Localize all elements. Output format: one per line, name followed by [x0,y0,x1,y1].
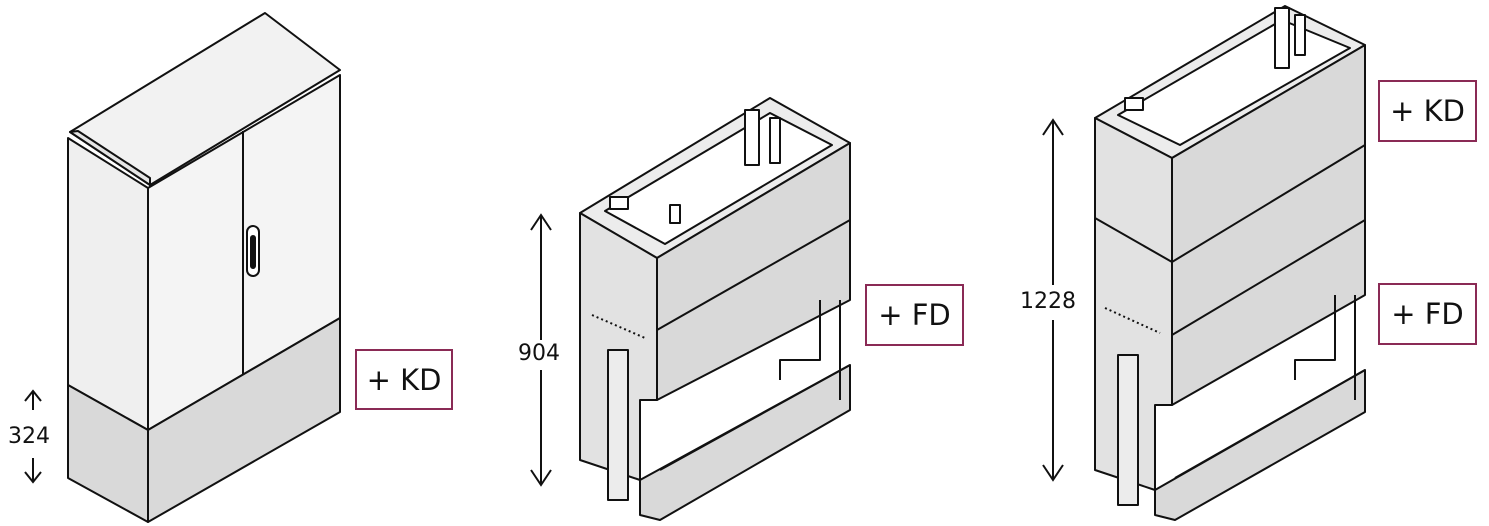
cabinet-3-height-label: 1228 [1020,289,1076,314]
cabinet-2-front-panel [656,142,851,401]
cabinet-3 [1094,5,1366,521]
cabinet-1 [67,12,341,523]
cabinet-2-dimension-arrow [530,213,552,487]
cabinet-2-addon-label: + FD [865,284,964,346]
cabinet-2-height-label: 904 [518,341,560,366]
cabinet-3-addon-bottom-label: + FD [1378,283,1477,345]
cabinet-3-addon-top-label: + KD [1378,80,1477,142]
cabinet-1-plinth-front [147,317,341,523]
cabinet-1-addon-label: + KD [355,349,453,410]
cabinet-2 [579,97,851,521]
cabinet-1-side [67,137,149,431]
cabinet-1-height-label: 324 [8,424,50,449]
cabinet-1-dimension-arrow [24,389,42,484]
cabinet-3-front-panel [1171,44,1366,406]
cabinet-3-dimension-arrow [1042,118,1064,482]
